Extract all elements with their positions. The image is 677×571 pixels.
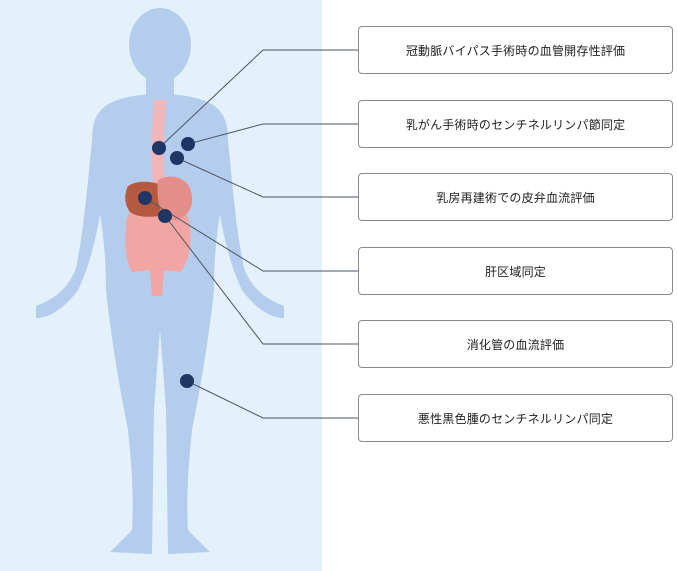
label-breast-sln-text: 乳がん手術時のセンチネルリンパ節同定 [405, 117, 626, 132]
body-silhouette [36, 8, 284, 554]
leader-line-breast-flap [176, 157, 358, 198]
label-breast-flap: 乳房再建術での皮弁血流評価 [358, 173, 673, 221]
marker-dot-melanoma [180, 374, 194, 388]
label-melanoma: 悪性黒色腫のセンチネルリンパ同定 [358, 394, 673, 442]
label-liver: 肝区域同定 [358, 247, 673, 295]
label-gi: 消化管の血流評価 [358, 320, 673, 368]
marker-dots [138, 137, 195, 388]
leader-line-cabg [158, 49, 358, 149]
marker-dot-breast-flap [170, 151, 184, 165]
label-cabg-text: 冠動脈バイパス手術時の血管開存性評価 [405, 43, 626, 58]
leader-lines [144, 49, 358, 419]
label-liver-text: 肝区域同定 [484, 264, 546, 279]
leader-line-breast-sln [187, 123, 358, 145]
marker-dot-gi [158, 209, 172, 223]
label-melanoma-text: 悪性黒色腫のセンチネルリンパ同定 [417, 411, 614, 426]
label-gi-text: 消化管の血流評価 [466, 337, 565, 352]
leader-line-melanoma [186, 380, 358, 419]
label-cabg: 冠動脈バイパス手術時の血管開存性評価 [358, 26, 673, 74]
marker-dot-breast-sln [181, 137, 195, 151]
label-breast-flap-text: 乳房再建術での皮弁血流評価 [436, 190, 595, 205]
label-breast-sln: 乳がん手術時のセンチネルリンパ節同定 [358, 100, 673, 148]
leader-line-gi [164, 215, 358, 345]
leader-line-liver [144, 197, 358, 272]
marker-dot-liver [138, 191, 152, 205]
marker-dot-cabg [152, 141, 166, 155]
